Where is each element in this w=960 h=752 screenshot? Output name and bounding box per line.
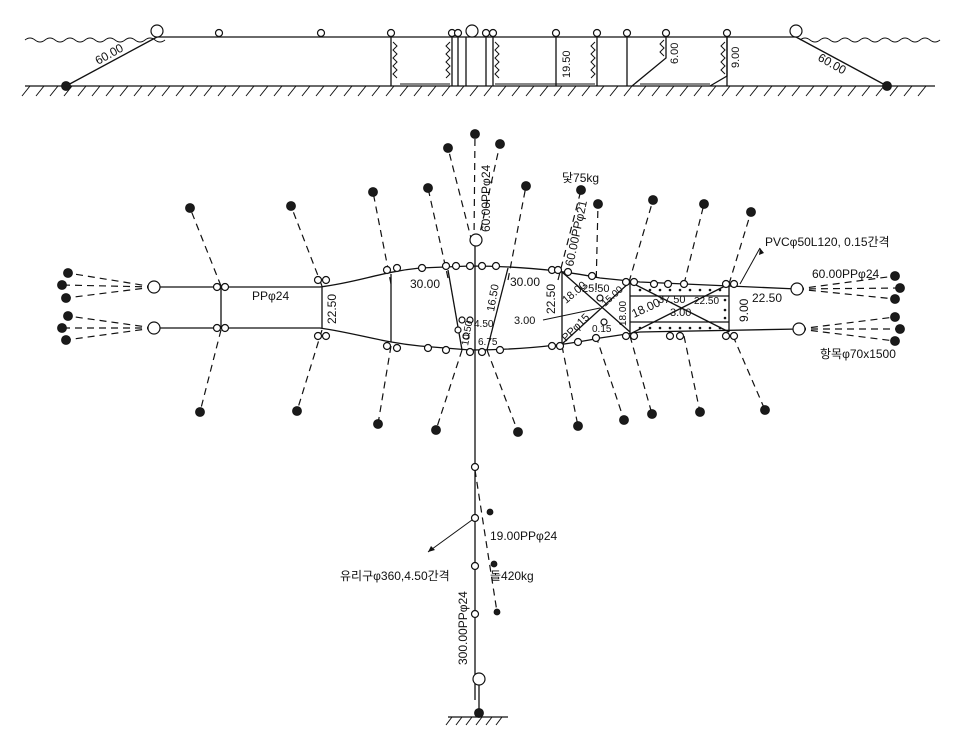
side-a-arrow [542, 307, 601, 321]
leader-line [427, 462, 508, 726]
water-surface-left [24, 37, 166, 43]
net-cross-lines [220, 246, 730, 700]
mooring-lines [61, 133, 901, 433]
dim-top-c: 25.50 [582, 283, 610, 295]
dim-center-b: 4.50 [474, 319, 494, 330]
side-dim-depth-b: 6.00 [669, 43, 681, 64]
side-dim-depth-c: 9.00 [730, 47, 742, 68]
label-mooring-right: 60.00PPφ24 [812, 267, 879, 281]
side-anchor-left [61, 81, 71, 91]
label-leader-rope: 19.00PPφ24 [490, 529, 557, 543]
dim-tail: 22.50 [752, 291, 782, 305]
side-mooring-left [65, 36, 158, 87]
side-dim-right-rope: 60.00 [816, 50, 849, 77]
dim-center-c: 10.50 [460, 320, 475, 347]
dim-top-b: 30.00 [510, 275, 540, 289]
pvc-float-dots [638, 288, 727, 330]
label-weight-anchor: 닻75kg [562, 171, 599, 185]
mooring-anchors [57, 129, 905, 437]
dim-wing-width: 22.50 [325, 294, 339, 324]
side-anchor-right [882, 81, 892, 91]
dim-box-right: 22.50 [694, 296, 719, 307]
dim-spacing: 0.15 [592, 324, 612, 335]
label-glass-float: 유리구φ360,4.50간격 [340, 569, 450, 583]
side-dim-depth-a: 19.50 [561, 50, 573, 78]
dim-box-top: 37.50 [658, 294, 686, 306]
label-mooring-bow: 60.00PPφ21 [562, 199, 590, 268]
side-floats [150, 24, 803, 38]
dim-front-width: 22.50 [544, 284, 558, 314]
water-surface-right [799, 37, 941, 43]
dim-box-mid: 3.00 [670, 307, 691, 319]
side-view: 60.00 60.00 19.50 6.00 9.00 [21, 24, 941, 97]
plan-floats [147, 233, 806, 357]
glass-float-arrow [428, 546, 435, 552]
side-mooring-right [795, 36, 888, 87]
side-dim-left-rope: 60.00 [93, 41, 126, 68]
side-net-walls [390, 37, 728, 87]
dim-center-a: 16.50 [485, 283, 502, 312]
dim-box-a: 18.00 [618, 301, 629, 326]
plan-view: 닻75kg 60.00PPφ24 60.00PPφ21 PVCφ50L120, … [57, 129, 905, 726]
dim-box-height: 9.00 [737, 298, 751, 322]
sea-bed-hatch [21, 85, 927, 97]
pvc-arrow-head [759, 248, 764, 255]
label-stake: 항목φ70x1500 [820, 347, 896, 361]
dim-mid-top: 30.00 [410, 277, 440, 291]
label-pvc-float: PVCφ50L120, 0.15간격 [765, 235, 890, 249]
label-main-rope: 300.00PPφ24 [456, 591, 470, 665]
label-mooring-top: 60.00PPφ24 [479, 165, 493, 232]
label-wing-rope: PPφ24 [252, 289, 289, 303]
side-netting-texture [392, 39, 726, 85]
net-outline-bottom [154, 327, 800, 351]
pvc-callout-arrow [739, 247, 761, 285]
dim-side-a: 3.00 [514, 315, 535, 327]
dim-center-d: 6.75 [478, 337, 498, 348]
label-stone: 돌420kg [490, 569, 534, 583]
